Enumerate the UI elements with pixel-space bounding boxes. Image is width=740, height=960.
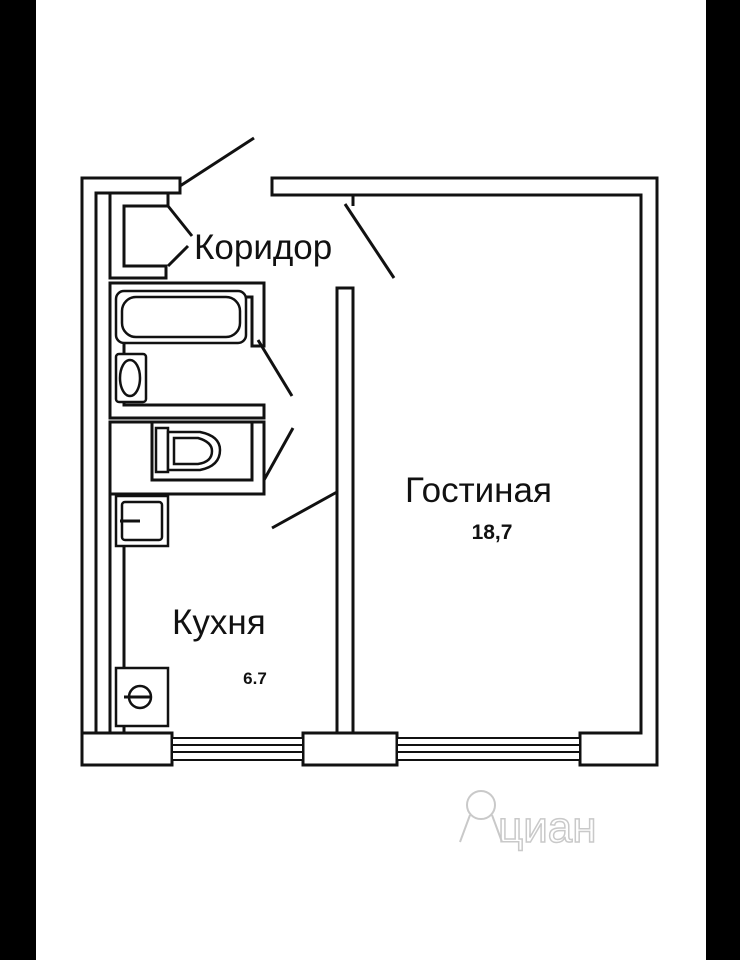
fixtures: [114, 289, 248, 728]
interior-walls: [108, 191, 355, 735]
bathroom-door: [256, 339, 294, 397]
room-labels: Коридор Гостиная 18,7 Кухня 6.7: [172, 228, 552, 688]
kitchen-area: 6.7: [243, 669, 267, 688]
windows: [171, 737, 581, 761]
toilet-door: [262, 427, 295, 481]
left-black-bar: [0, 0, 36, 960]
kitchen-door: [271, 490, 338, 530]
washbasin-icon: [114, 352, 148, 404]
doors: [166, 136, 396, 530]
closet-door-lower: [166, 244, 190, 268]
outer-walls: [80, 176, 659, 767]
kitchen-window: [171, 737, 304, 761]
closet-door-upper: [166, 205, 194, 237]
kitchen-sink-icon: [114, 494, 170, 548]
kitchen-label: Кухня: [172, 603, 266, 642]
stove-icon: [114, 666, 170, 728]
watermark-brand: циан: [498, 803, 597, 852]
living-window: [396, 737, 581, 761]
living-room-door: [343, 203, 396, 279]
partition-wall: [335, 286, 355, 735]
watermark: циан: [459, 790, 597, 853]
entrance-door: [179, 136, 255, 188]
closet-box: [108, 191, 170, 280]
wall-bottom-middle: [301, 731, 399, 767]
corridor-label: Коридор: [194, 228, 332, 267]
bathtub-icon: [114, 289, 248, 345]
wall-bottom-left: [80, 731, 174, 767]
living-room-area: 18,7: [472, 521, 513, 544]
living-room-label: Гостиная: [405, 471, 552, 510]
wall-top-right: [270, 176, 659, 767]
toilet-icon: [154, 426, 222, 474]
right-black-bar: [706, 0, 740, 960]
watermark-logo-icon: [459, 790, 503, 843]
toilet-wall: [108, 420, 266, 496]
